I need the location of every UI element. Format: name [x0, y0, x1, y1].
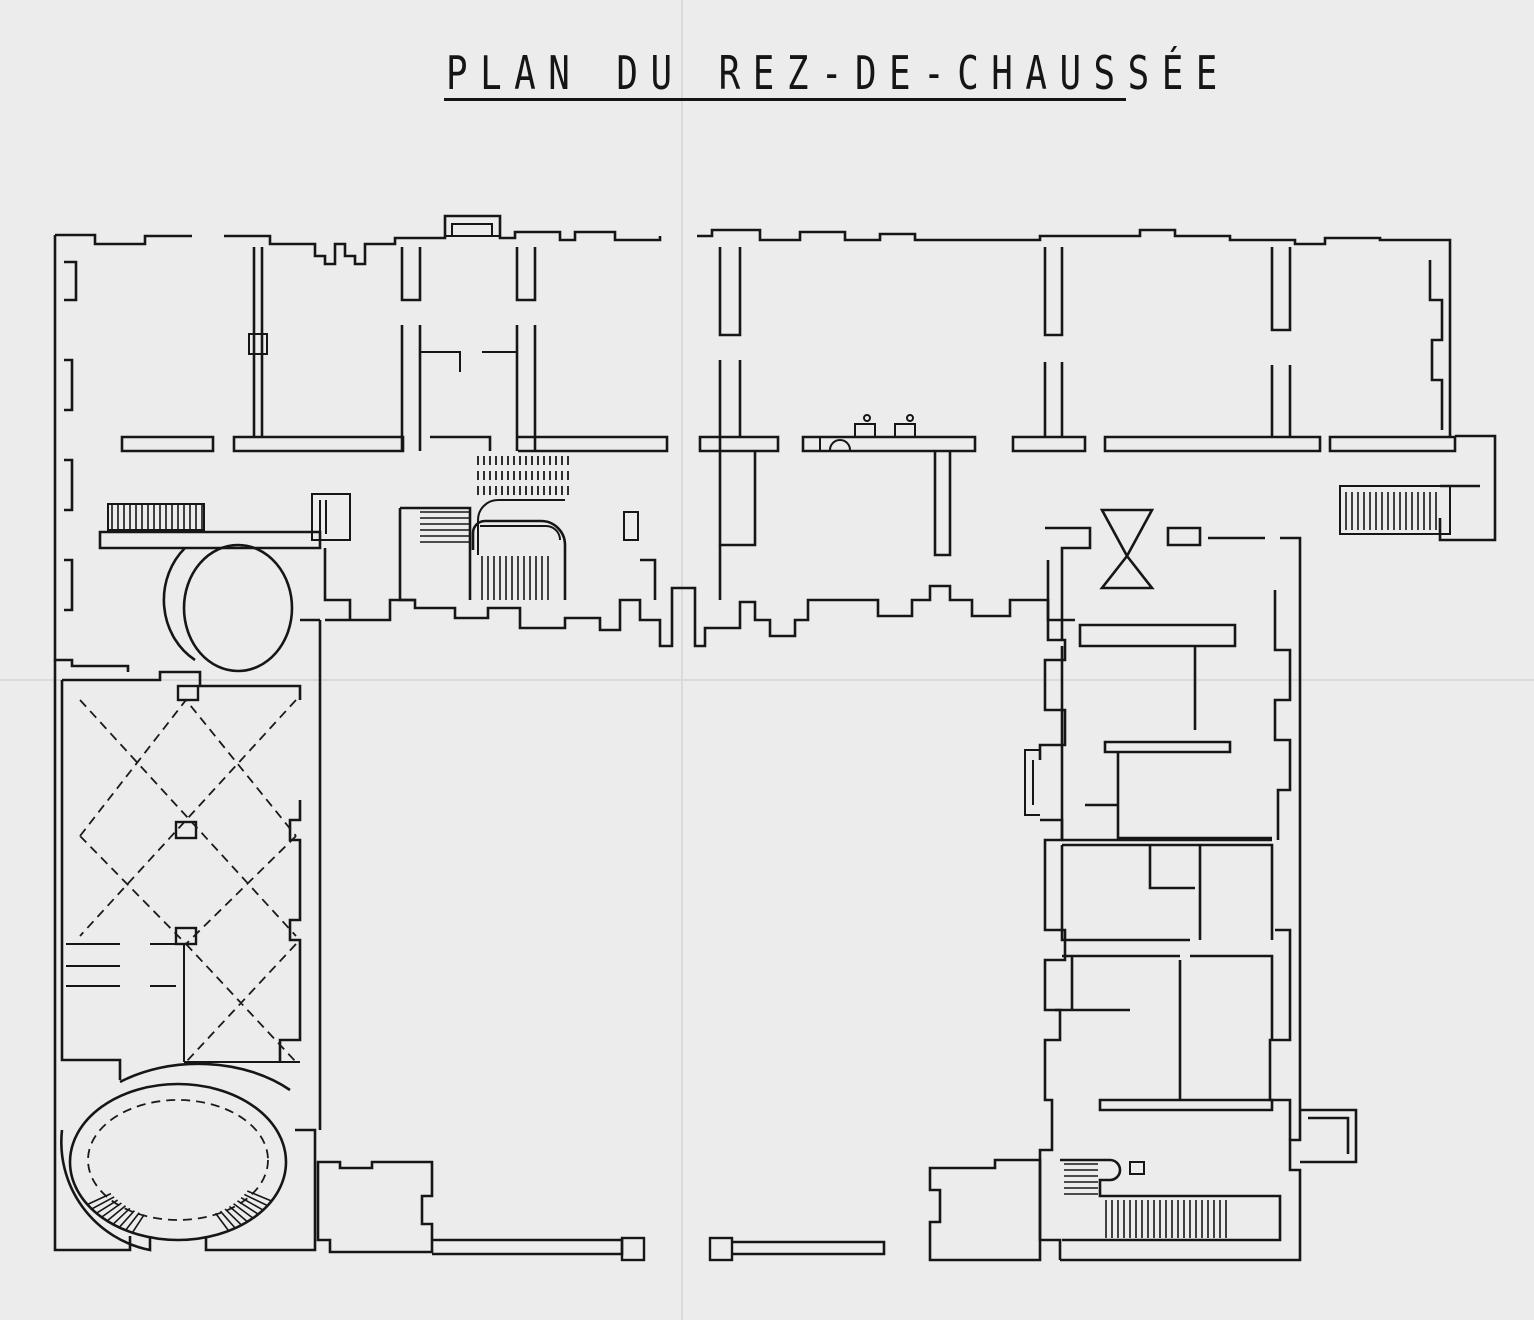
south-oval-stair-treads [87, 1190, 272, 1234]
stair-tread [233, 1203, 254, 1219]
east-wing-hall-bench [1024, 749, 1040, 816]
east-end-pavilion [1438, 434, 1497, 542]
stair-tread [91, 1196, 115, 1210]
south-east-pavilion-walls [928, 1158, 1042, 1262]
north-wing-partition [933, 451, 952, 557]
plan-title: PLAN DU REZ-DE-CHAUSSÉE [446, 46, 1230, 100]
west-stair-landing [98, 530, 322, 550]
north-crosswall-1 [252, 247, 264, 437]
gate-pier-west [620, 1236, 646, 1262]
stair-tread [96, 1199, 119, 1214]
grand-staircase-walls [398, 506, 567, 602]
west-stair-treads [111, 504, 203, 530]
south-east-stair-treads [1064, 1163, 1227, 1238]
north-wing [53, 214, 1457, 672]
west-wall-inner-jogs [64, 260, 78, 612]
east-stair-treads [1345, 492, 1437, 530]
stair-tread [131, 1214, 145, 1234]
east-wing [928, 434, 1497, 1262]
south-west-pavilion [316, 1160, 886, 1262]
north-wing-fireplace [819, 423, 916, 451]
vault-pier-center [174, 820, 198, 840]
south-oval-stair-outer [60, 1062, 317, 1252]
west-wing-west-wall [53, 660, 132, 1252]
gallery-niche [623, 511, 639, 541]
north-facade-west [55, 214, 662, 266]
west-wing-inner-wall [60, 670, 302, 1080]
stair-tread [112, 1207, 131, 1225]
south-oval-stair [68, 1082, 288, 1242]
east-vestibule-walls [1045, 526, 1302, 640]
north-wing-column-a [863, 414, 871, 422]
west-stair-box [107, 503, 205, 531]
title-underline [444, 98, 1126, 101]
stair-tread [237, 1200, 259, 1215]
east-stair-box [1339, 485, 1451, 535]
north-crosswall-5 [1043, 247, 1064, 437]
stair-tread [87, 1192, 112, 1206]
grand-staircase-handrail [477, 499, 565, 555]
south-east-railing [732, 1240, 886, 1256]
stair-tread [246, 1190, 272, 1202]
south-east-stair-niche [1129, 1161, 1145, 1175]
gallery-facade [323, 511, 1075, 648]
east-wing-room-walls [1055, 623, 1274, 1112]
stair-tread [219, 1210, 236, 1229]
grand-staircase [311, 456, 569, 602]
east-wing-inner-east-wall [1268, 590, 1292, 1140]
south-west-railing [432, 1238, 624, 1256]
oval-vestibule-outer [162, 547, 196, 662]
stair-tread [118, 1210, 136, 1228]
vault-pier-n [176, 684, 200, 702]
south-oval-stair-path [87, 1099, 269, 1221]
stair-tread [125, 1212, 140, 1231]
north-crosswall-2 [400, 247, 422, 451]
north-entrance-porch-inner [451, 223, 493, 237]
south-west-pavilion-walls [316, 1160, 434, 1254]
gallery-inner-wall [323, 545, 722, 620]
gate-pier-east [708, 1236, 734, 1262]
north-rooms-south-wall [120, 435, 1457, 453]
west-wing [53, 503, 322, 1252]
east-wing-balcony [1300, 1108, 1358, 1164]
north-crosswall-3 [515, 247, 537, 451]
north-crosswall-1-pier [248, 333, 268, 355]
dashed-stair-upper [477, 456, 569, 496]
stair-tread [224, 1208, 243, 1226]
stair-tread [101, 1202, 122, 1218]
north-wing-column-b [906, 414, 914, 422]
stair-tread [243, 1193, 268, 1207]
courtyard-facade-north [325, 584, 1075, 648]
north-crosswall-6 [1270, 247, 1292, 437]
north-east-room-bay [1428, 260, 1444, 430]
stair-tread [214, 1212, 230, 1232]
west-corner-wall [53, 235, 130, 672]
grand-staircase-treads [420, 511, 549, 600]
north-crosswall-4 [718, 247, 757, 547]
vault-diagonals [79, 698, 297, 1063]
stair-tread [106, 1205, 127, 1222]
vault-hall-partitions [66, 943, 300, 1063]
east-vestibule-hourglass [1099, 508, 1155, 590]
stair-tread [240, 1197, 264, 1211]
west-wing-east-wall [300, 618, 322, 1130]
south-east-stair-walls [1060, 1158, 1282, 1242]
north-closet-partitions [420, 351, 517, 372]
north-facade-east [697, 228, 1452, 436]
oval-vestibule [182, 543, 294, 673]
vaulted-hall [66, 684, 300, 1063]
stair-tread [228, 1205, 248, 1223]
east-wing-exterior-wall [1060, 548, 1302, 1262]
service-stair-west [311, 493, 351, 541]
